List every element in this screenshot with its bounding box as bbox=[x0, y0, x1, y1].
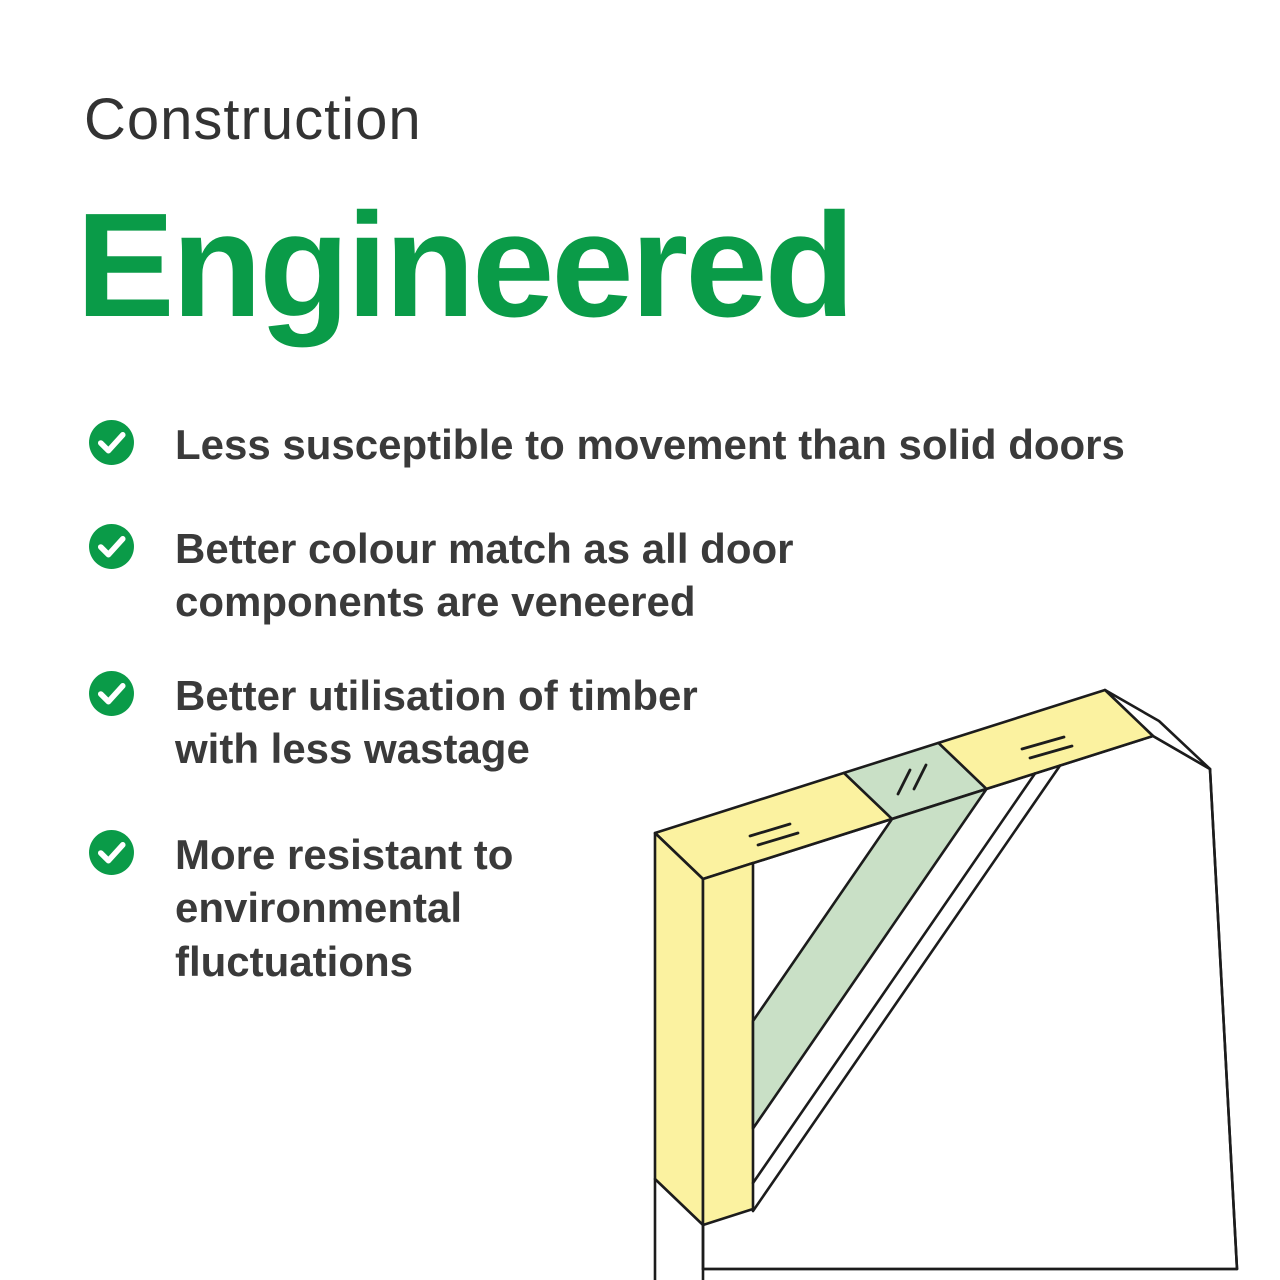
benefit-line: fluctuations bbox=[175, 937, 413, 985]
benefit-line: Better colour match as all door bbox=[175, 525, 794, 572]
benefit-item-environmental: More resistant to environmental fluctuat… bbox=[88, 828, 513, 988]
engineered-core-reveal bbox=[751, 787, 988, 1130]
benefit-text: Less susceptible to movement than solid … bbox=[175, 418, 1125, 471]
benefit-line: components are veneered bbox=[175, 578, 696, 626]
benefit-line: environmental bbox=[175, 884, 463, 932]
check-circle-icon bbox=[89, 671, 134, 716]
benefit-line: Less susceptible to movement than solid … bbox=[175, 421, 1125, 468]
veneer-skin-cut-inner bbox=[751, 772, 1037, 1185]
veneer-skin-cut-outer bbox=[751, 764, 1062, 1213]
benefit-item-movement: Less susceptible to movement than solid … bbox=[88, 418, 1125, 471]
check-circle-icon bbox=[89, 420, 134, 465]
grain-mark-core bbox=[896, 763, 928, 796]
grain-mark-left bbox=[748, 822, 800, 847]
check-circle-icon bbox=[89, 524, 134, 569]
timber-stile-side bbox=[653, 831, 705, 1227]
engineered-door-cutaway-diagram bbox=[650, 680, 1240, 1280]
grain-mark-right bbox=[1020, 735, 1074, 760]
check-circle-icon bbox=[89, 830, 134, 875]
page-title-engineered: Engineered bbox=[76, 183, 855, 348]
timber-top-right bbox=[937, 688, 1155, 791]
benefit-line: Better utilisation of timber bbox=[175, 672, 698, 719]
benefit-item-timber-utilisation: Better utilisation of timber with less w… bbox=[88, 669, 698, 776]
door-cutaway-svg bbox=[653, 688, 1239, 1280]
eyebrow-construction: Construction bbox=[84, 87, 422, 152]
benefit-line: with less wastage bbox=[175, 725, 530, 773]
benefit-line: More resistant to bbox=[175, 831, 514, 878]
benefit-item-colour-match: Better colour match as all door componen… bbox=[88, 522, 793, 629]
timber-stile-front bbox=[701, 861, 755, 1227]
benefit-text: More resistant to environmental fluctuat… bbox=[175, 828, 513, 988]
benefit-text: Better colour match as all door componen… bbox=[175, 522, 793, 629]
benefit-text: Better utilisation of timber with less w… bbox=[175, 669, 698, 776]
door-right-edge bbox=[1208, 767, 1239, 1271]
